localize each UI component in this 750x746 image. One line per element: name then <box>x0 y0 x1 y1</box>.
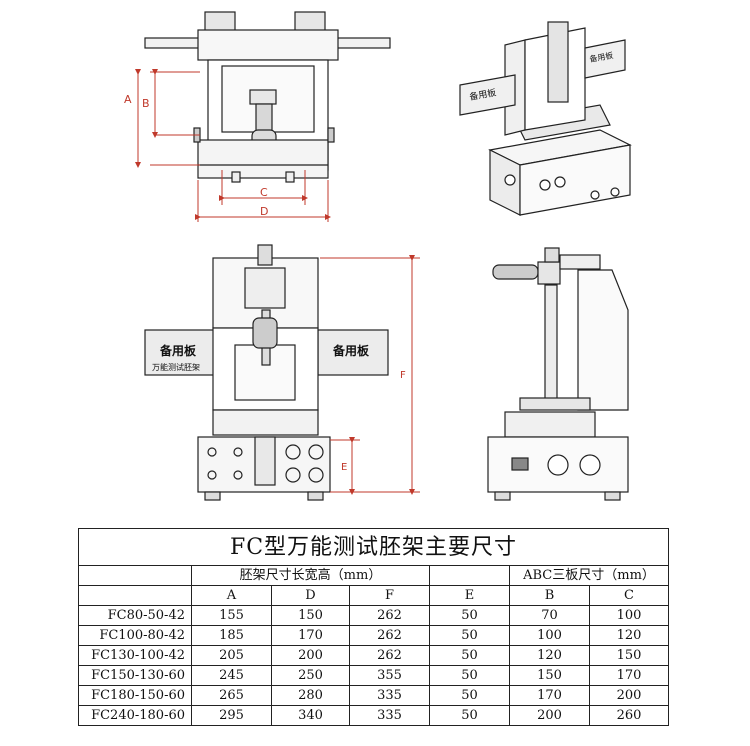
model-cell: FC150-130-60 <box>78 665 192 686</box>
dim-label-f: F <box>400 370 406 381</box>
table-row: FC240-180-60 295 340 335 50 200 260 <box>78 705 670 726</box>
value-cell: 170 <box>588 665 670 686</box>
column-header: C <box>588 585 670 606</box>
value-cell: 250 <box>271 665 350 686</box>
value-cell: 260 <box>588 705 670 726</box>
spare-board-left-label: 备用板 <box>159 343 197 358</box>
value-cell: 280 <box>271 685 350 706</box>
value-cell: 335 <box>349 685 430 706</box>
table-row: FC180-150-60 265 280 335 50 170 200 <box>78 685 670 706</box>
spec-table: FC型万能测试胚架主要尺寸 胚架尺寸长宽高（mm） ABC三板尺寸（mm） A … <box>77 528 670 726</box>
value-cell: 335 <box>349 705 430 726</box>
value-cell: 355 <box>349 665 430 686</box>
model-cell: FC240-180-60 <box>78 705 192 726</box>
value-cell: 262 <box>349 645 430 666</box>
value-cell: 50 <box>429 685 510 706</box>
value-cell: 70 <box>509 605 590 626</box>
value-cell: 200 <box>588 685 670 706</box>
value-cell: 100 <box>588 605 670 626</box>
model-cell: FC80-50-42 <box>78 605 192 626</box>
column-header-row: A D F E B C <box>78 585 670 606</box>
group2-header: ABC三板尺寸（mm） <box>508 565 670 586</box>
side-view <box>487 247 629 501</box>
value-cell: 262 <box>349 625 430 646</box>
value-cell: 50 <box>429 605 510 626</box>
value-cell: 100 <box>509 625 590 646</box>
front-view-main <box>144 244 389 501</box>
dim-label-a: A <box>124 93 132 106</box>
spare-board-right-label: 备用板 <box>332 343 370 358</box>
value-cell: 265 <box>191 685 272 706</box>
dimension-lines-top <box>135 69 331 222</box>
value-cell: 340 <box>271 705 350 726</box>
technical-drawings: A B C D 备用板 备用板 <box>124 11 632 501</box>
dim-label-b: B <box>142 97 150 110</box>
table-row: FC80-50-42 155 150 262 50 70 100 <box>78 605 670 626</box>
model-cell: FC180-150-60 <box>78 685 192 706</box>
column-header: B <box>509 585 590 606</box>
column-header: F <box>349 585 430 606</box>
table-row: FC130-100-42 205 200 262 50 120 150 <box>78 645 670 666</box>
column-header: E <box>429 585 510 606</box>
value-cell: 245 <box>191 665 272 686</box>
value-cell: 295 <box>191 705 272 726</box>
column-header-model <box>78 585 192 606</box>
value-cell: 120 <box>588 625 670 646</box>
table-row: FC100-80-42 185 170 262 50 100 120 <box>78 625 670 646</box>
value-cell: 205 <box>191 645 272 666</box>
value-cell: 50 <box>429 645 510 666</box>
front-view-top <box>144 11 391 183</box>
column-header: D <box>271 585 350 606</box>
group1-header: 胚架尺寸长宽高（mm） <box>191 565 430 586</box>
value-cell: 170 <box>509 685 590 706</box>
value-cell: 50 <box>429 625 510 646</box>
value-cell: 50 <box>429 705 510 726</box>
value-cell: 150 <box>588 645 670 666</box>
iso-spare-board-right: 备用板 <box>589 50 614 64</box>
value-cell: 262 <box>349 605 430 626</box>
value-cell: 200 <box>271 645 350 666</box>
value-cell: 120 <box>509 645 590 666</box>
value-cell: 150 <box>271 605 350 626</box>
model-cell: FC100-80-42 <box>78 625 192 646</box>
dimension-lines-bottom <box>320 255 420 495</box>
dim-label-c: C <box>260 186 268 199</box>
group-spacer <box>429 565 510 586</box>
column-header: A <box>191 585 272 606</box>
value-cell: 155 <box>191 605 272 626</box>
value-cell: 185 <box>191 625 272 646</box>
dim-label-d: D <box>260 205 268 218</box>
value-cell: 170 <box>271 625 350 646</box>
spare-board-left-sub: 万能测试胚架 <box>152 362 200 372</box>
dim-label-e: E <box>341 462 347 473</box>
corner-cell <box>78 565 192 586</box>
value-cell: 200 <box>509 705 590 726</box>
table-row: FC150-130-60 245 250 355 50 150 170 <box>78 665 670 686</box>
isometric-view <box>459 21 632 216</box>
value-cell: 150 <box>509 665 590 686</box>
model-cell: FC130-100-42 <box>78 645 192 666</box>
value-cell: 50 <box>429 665 510 686</box>
table-title: FC型万能测试胚架主要尺寸 <box>77 528 670 566</box>
